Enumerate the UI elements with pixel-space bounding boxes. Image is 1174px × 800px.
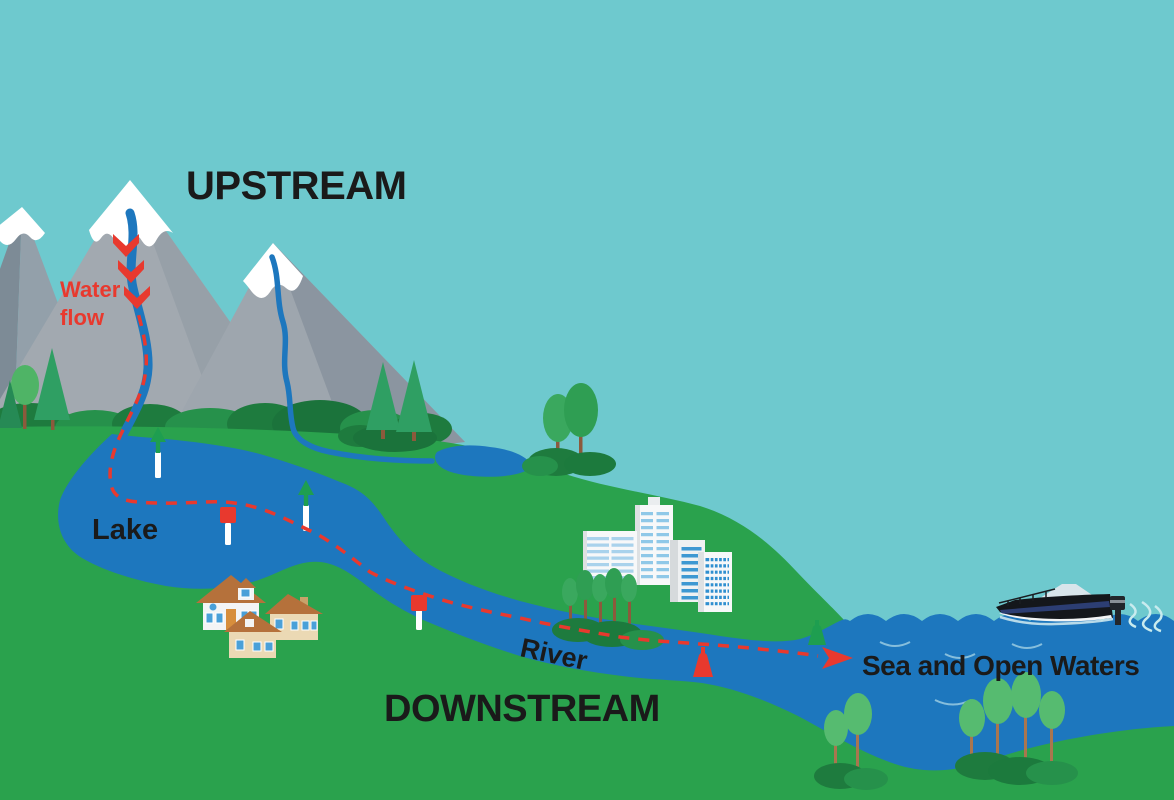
buoy-post	[225, 523, 231, 545]
boat-hull-stripe	[1000, 601, 1110, 614]
lake-label: Lake	[92, 514, 158, 546]
pine-tree-small	[0, 380, 22, 428]
downstream-label: DOWNSTREAM	[384, 688, 660, 730]
building-windows	[587, 537, 634, 580]
house-door	[226, 609, 236, 630]
pond-tree-pair	[522, 383, 616, 476]
building-window-mullions	[709, 556, 728, 608]
gable-window	[245, 619, 254, 627]
flow-chevron-arrows	[113, 234, 150, 309]
red-square-buoy-river	[411, 595, 427, 630]
motorboat	[996, 584, 1163, 633]
house-tan-right	[265, 594, 323, 640]
tributary-stream	[269, 254, 435, 464]
tree-trunk	[23, 395, 27, 429]
dormer-roof	[236, 578, 256, 588]
boat-wake	[1128, 600, 1163, 633]
pine-tree	[366, 362, 400, 430]
building-right	[698, 552, 732, 612]
house-window	[274, 618, 284, 630]
sea-wave-accents	[879, 641, 1043, 706]
flow-arrowhead-icon	[822, 647, 853, 669]
up-arrow-icon	[298, 480, 314, 495]
left-tree-cluster	[0, 348, 70, 430]
water-flow-label-line2: flow	[60, 305, 105, 330]
mountain-left-snowcap	[0, 207, 45, 245]
flow-dashed-path	[108, 295, 819, 658]
upstream-label: UPSTREAM	[186, 164, 406, 208]
dormer-window	[240, 588, 251, 598]
leafy-tree-crown	[959, 699, 985, 737]
house-window	[215, 612, 224, 624]
leafy-tree-crown	[824, 710, 848, 746]
water-lake-river-sea	[58, 434, 1174, 771]
leafy-tree-crown	[621, 574, 637, 602]
house-window	[264, 641, 274, 652]
green-cone-buoy	[808, 620, 826, 645]
boat-hull-white	[999, 613, 1112, 622]
leafy-tree-crown	[844, 693, 872, 735]
house-window	[235, 639, 245, 651]
red-cone-buoy	[693, 647, 713, 677]
leafy-tree-crown	[605, 568, 623, 598]
buoy-post	[416, 610, 422, 630]
mountain-left-face-dark	[0, 207, 22, 432]
house-window	[310, 620, 318, 631]
buoy-post	[155, 452, 161, 478]
tree-trunk	[579, 422, 583, 468]
green-arrow-buoy-lake-1	[150, 427, 166, 478]
down-chevron-icon	[118, 260, 144, 283]
house-window	[301, 620, 310, 631]
green-arrow-buoy-lake-2	[298, 480, 314, 531]
house-window	[290, 620, 299, 631]
house-roof	[265, 594, 323, 614]
pine-tree	[34, 348, 70, 420]
up-arrow-icon	[150, 427, 166, 442]
leafy-tree-crown	[11, 365, 39, 405]
building-windows	[681, 547, 702, 600]
village-houses	[196, 575, 323, 658]
buoy-post	[303, 505, 309, 531]
motor-stripe	[1110, 600, 1125, 603]
building-tall	[635, 497, 673, 585]
red-square-buoy-lake	[220, 507, 236, 545]
square-topmark	[411, 595, 427, 611]
leafy-tree-crown	[564, 383, 598, 437]
gable-round-window	[209, 603, 217, 611]
water-flow-route	[108, 234, 853, 669]
pine-tree	[396, 360, 432, 432]
shore-tree-group-small	[814, 693, 888, 790]
down-chevron-icon	[113, 234, 139, 257]
water-flow-label-line1: Water	[60, 277, 121, 302]
mountain-stream	[119, 208, 153, 438]
boat-railing	[998, 588, 1056, 606]
motor-leg	[1115, 610, 1121, 625]
boat-waterline-foam	[999, 615, 1114, 626]
city-buildings	[583, 497, 732, 612]
house-window	[205, 612, 214, 624]
square-topmark	[220, 507, 236, 523]
leafy-tree-crown	[592, 574, 608, 602]
down-chevron-icon	[124, 286, 150, 309]
hillside-pine-pair	[338, 360, 437, 452]
leafy-tree-crown	[562, 578, 578, 606]
cone-body	[808, 624, 826, 645]
leafy-tree-crown	[1039, 691, 1065, 729]
sea-label: Sea and Open Waters	[862, 650, 1139, 681]
shore-tree-group-large	[955, 672, 1078, 785]
pond	[435, 445, 532, 477]
building-windows	[641, 512, 669, 579]
leafy-tree-crown	[1011, 672, 1041, 718]
tree-trunk	[556, 428, 560, 468]
house-window	[252, 641, 262, 652]
building-windows	[705, 558, 729, 606]
leafy-tree-crown	[983, 678, 1013, 724]
leafy-tree-crown	[576, 570, 594, 600]
house-tan-front	[224, 611, 282, 658]
cone-body	[693, 652, 713, 677]
